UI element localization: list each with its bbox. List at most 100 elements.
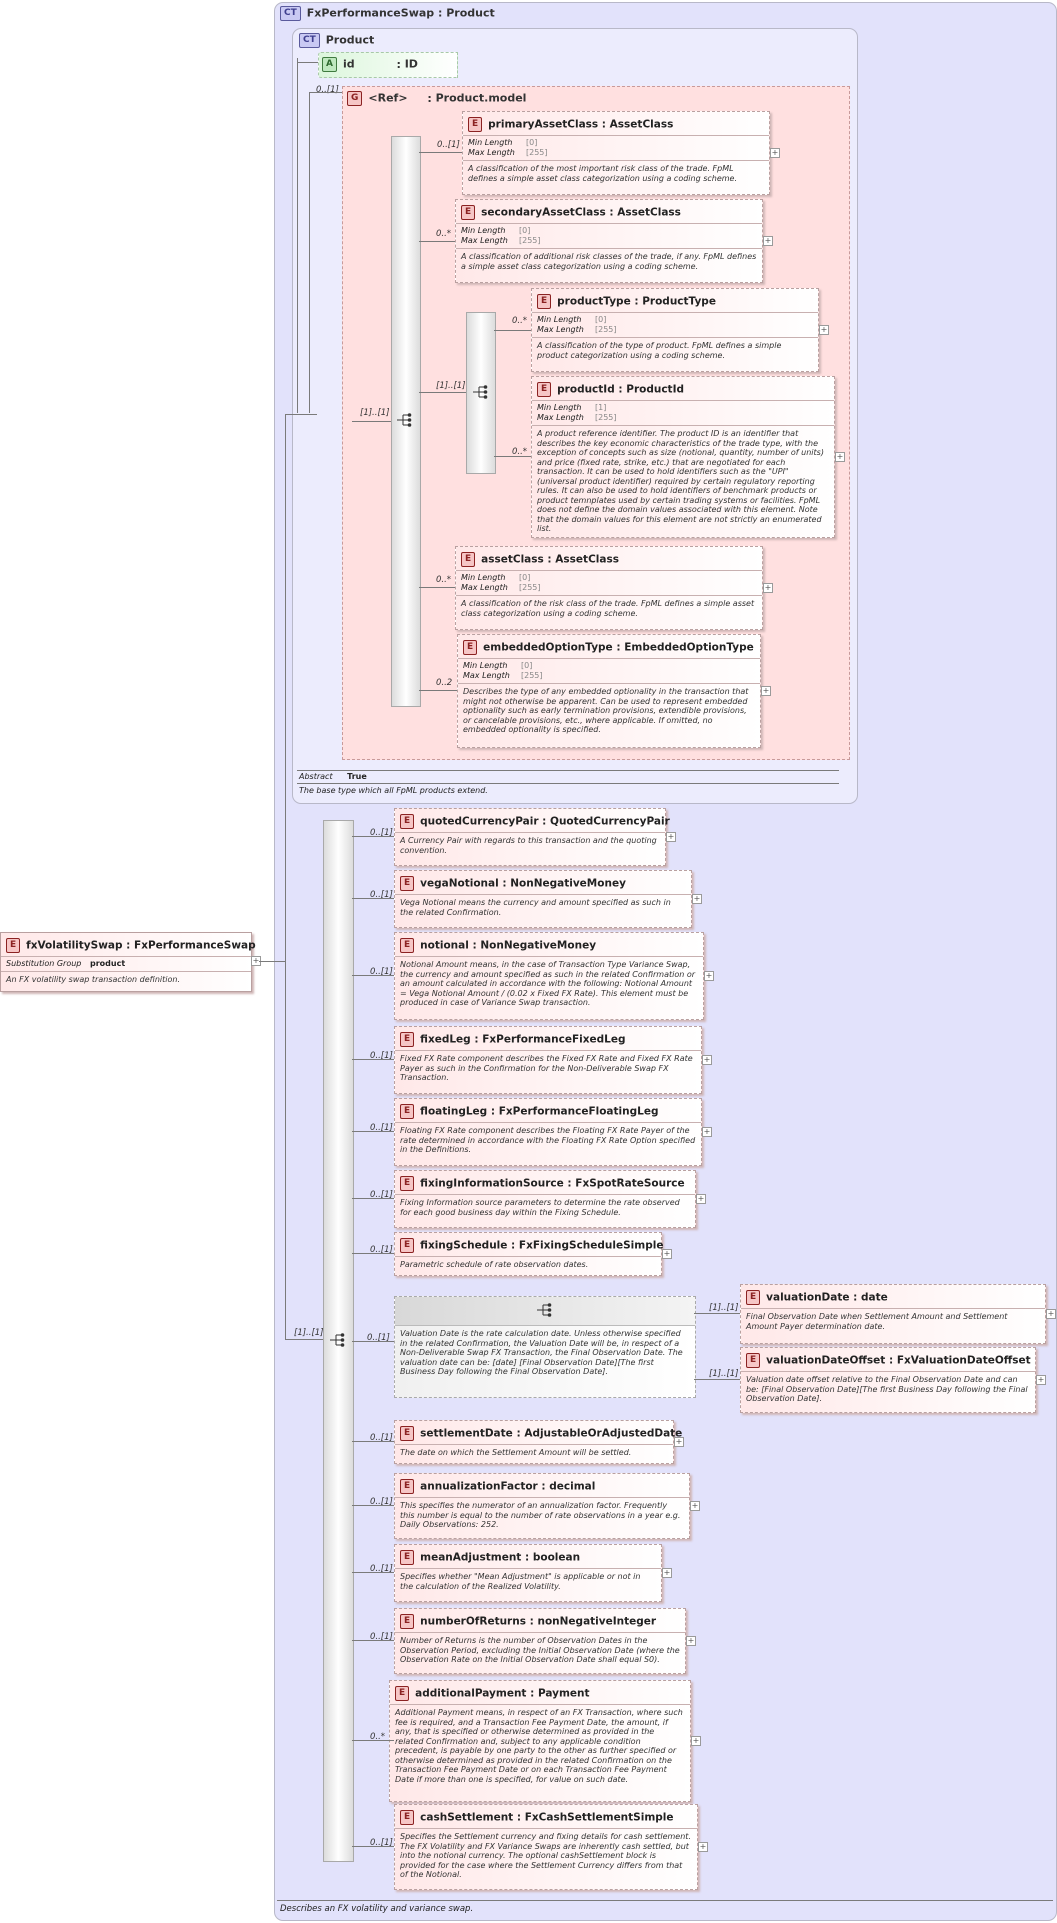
element-doc: Number of Returns is the number of Obser… — [400, 1636, 680, 1664]
min-length-value: [0] — [521, 661, 533, 670]
root-doc: An FX volatility swap transaction defini… — [6, 975, 180, 984]
product-sequence-compositor[interactable] — [391, 136, 421, 707]
element-icon: E — [400, 1479, 415, 1494]
expand-icon[interactable]: + — [674, 1437, 684, 1447]
element-name: settlementDate — [420, 1427, 513, 1440]
product-model-group-header: G<Ref> : Product.model — [347, 91, 526, 106]
separator: : — [849, 1291, 862, 1304]
cardinality: 0..2 — [436, 678, 453, 688]
expand-icon[interactable]: + — [662, 1249, 672, 1259]
expand-icon[interactable]: + — [704, 971, 714, 981]
expand-icon[interactable]: + — [763, 236, 773, 246]
expand-icon[interactable]: + — [763, 583, 773, 593]
separator: : — [513, 1811, 525, 1824]
min-length-row: Min Length[0] — [537, 315, 813, 325]
min-length-value: [0] — [519, 573, 531, 582]
element-doc: Specifies the Settlement currency and fi… — [400, 1832, 691, 1879]
expand-icon[interactable]: + — [702, 1055, 712, 1065]
cardinality: 0..[1] — [370, 1433, 393, 1443]
expand-icon[interactable]: + — [666, 832, 676, 842]
connector — [285, 1339, 323, 1340]
element-name: productType — [557, 295, 631, 308]
abstract-row: Abstract True — [299, 772, 367, 781]
valuation-choice-compositor[interactable]: Valuation Date is the rate calculation d… — [394, 1296, 696, 1398]
element-icon: E — [400, 1104, 415, 1119]
expand-icon[interactable]: + — [819, 325, 829, 335]
element-type: FxValuationDateOffset — [896, 1354, 1031, 1367]
choice-icon — [537, 1303, 552, 1317]
expand-icon[interactable]: + — [1036, 1375, 1046, 1385]
expand-icon[interactable]: + — [662, 1568, 672, 1578]
connector — [494, 456, 531, 457]
expand-icon[interactable]: + — [761, 686, 771, 696]
expand-icon[interactable]: + — [702, 1127, 712, 1137]
connector — [494, 330, 531, 331]
expand-icon[interactable]: + — [770, 148, 780, 158]
min-length-value: [0] — [519, 226, 531, 235]
max-length-label: Max Length — [461, 583, 508, 592]
separator: : — [630, 295, 643, 308]
connector — [285, 414, 286, 1340]
element-icon: E — [400, 1614, 415, 1629]
expand-icon[interactable]: + — [692, 894, 702, 904]
separator: : — [487, 1105, 499, 1118]
element-name: valuationDate — [766, 1291, 850, 1304]
element-doc: Additional Payment means, in respect of … — [395, 1708, 683, 1784]
element-doc: Notional Amount means, in the case of Tr… — [400, 960, 696, 1007]
connector — [419, 152, 462, 153]
expand-icon[interactable]: + — [696, 1194, 706, 1204]
expand-icon[interactable]: + — [835, 452, 845, 462]
element-doc: Specifies whether "Mean Adjustment" is a… — [400, 1572, 641, 1591]
cardinality: 0..[1] — [370, 1190, 393, 1200]
expand-icon[interactable]: + — [698, 1842, 708, 1852]
connector — [352, 1846, 394, 1847]
product-type-choice-compositor[interactable] — [466, 312, 496, 474]
expand-icon[interactable]: + — [686, 1636, 696, 1646]
expand-icon[interactable]: + — [690, 1501, 700, 1511]
attribute-id[interactable] — [318, 52, 458, 78]
element-icon: E — [461, 552, 476, 567]
element-facets: Min Length[0]Max Length[255] — [463, 136, 769, 161]
connector — [694, 1313, 740, 1314]
element-facets: Min Length[0]Max Length[255] — [456, 224, 762, 249]
separator: : — [538, 815, 551, 828]
min-length-row: Min Length[0] — [461, 573, 757, 583]
expand-icon[interactable]: + — [1046, 1309, 1056, 1319]
connector — [352, 1131, 394, 1132]
element-name: fixingSchedule — [420, 1239, 508, 1252]
element-type: Payment — [537, 1687, 590, 1700]
expand-icon[interactable]: + — [691, 1736, 701, 1746]
element-icon: E — [468, 117, 483, 132]
complex-type-icon: CT — [280, 6, 301, 21]
